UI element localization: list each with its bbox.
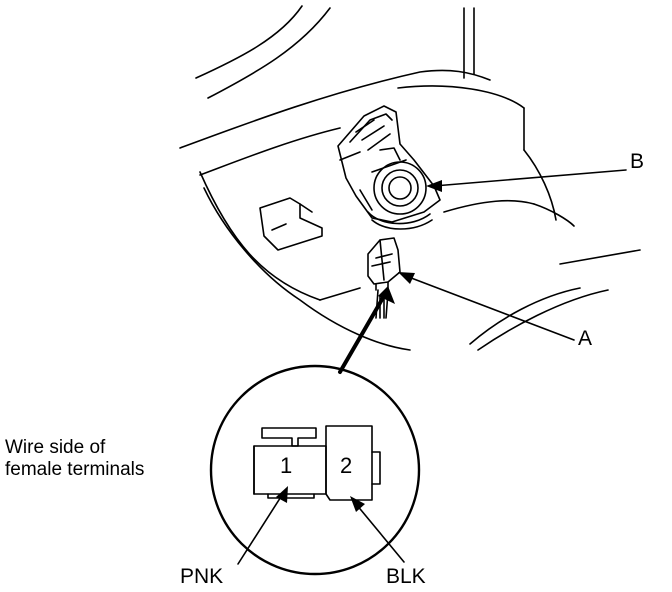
terminal-cavity-2 (325, 425, 373, 501)
leader-line-b (433, 169, 627, 187)
leader-arrows (237, 169, 627, 565)
leader-line-pnk (237, 491, 285, 565)
caption-line-1: Wire side of (5, 437, 106, 458)
label-part-a: A (578, 327, 593, 350)
connector-detail-view (209, 364, 421, 576)
wire-color-pnk: PNK (180, 565, 224, 588)
detail-caption: Wire side of female terminals (5, 437, 144, 481)
arrowhead-a (398, 272, 415, 284)
connector-side-latch (371, 451, 381, 485)
mounting-bracket (259, 197, 323, 251)
leader-line-zoom (338, 294, 386, 374)
arrowhead-blk (350, 496, 365, 512)
label-part-b: B (630, 150, 645, 173)
trim-panel-outline (179, 5, 641, 351)
connector-lock-tab (261, 427, 317, 447)
terminal-number-2: 2 (340, 453, 353, 478)
caption-line-2: female terminals (5, 459, 145, 480)
wire-color-blk: BLK (386, 565, 426, 588)
terminal-number-1: 1 (280, 453, 293, 478)
leader-line-a (405, 275, 575, 341)
arrowhead-zoom (378, 286, 395, 304)
bulb-socket (337, 105, 441, 230)
arrowhead-b (426, 180, 442, 192)
leader-line-blk (355, 503, 405, 563)
harness-connector (367, 237, 401, 319)
